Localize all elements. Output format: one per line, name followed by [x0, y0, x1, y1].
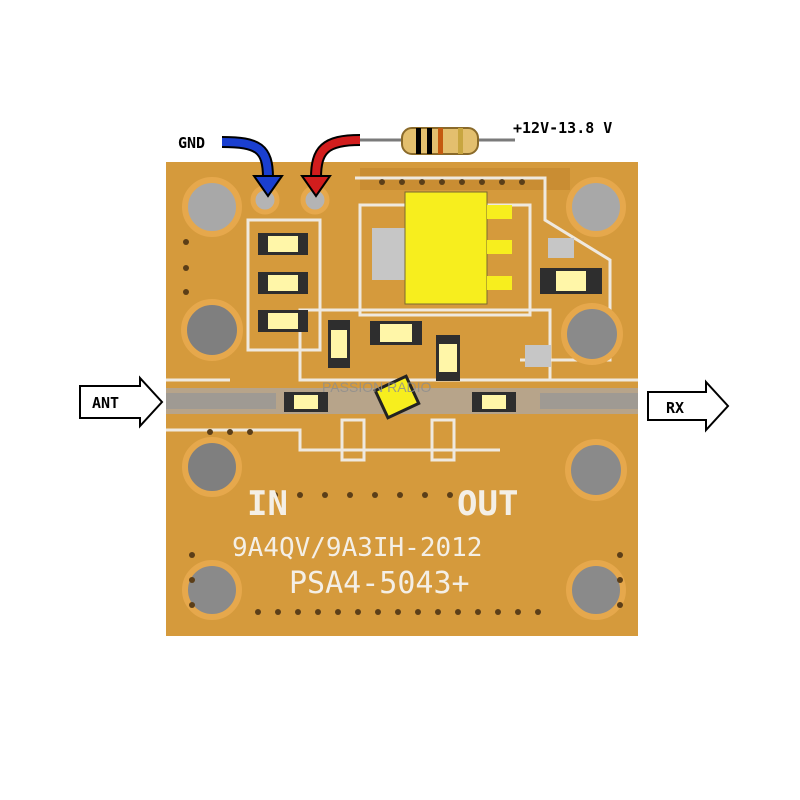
rx-arrow: RX [647, 379, 730, 433]
mounting-hole [182, 437, 242, 497]
mounting-hole [182, 177, 242, 237]
red-curved-arrow-icon [300, 134, 361, 198]
watermark: PASSION RADIO [322, 379, 432, 395]
mounting-hole [566, 177, 626, 237]
silk-in-label: IN [247, 484, 288, 524]
gnd-label: GND [178, 134, 205, 152]
mounting-holes [181, 177, 627, 620]
mounting-hole [181, 299, 243, 361]
blue-curved-arrow-icon [221, 136, 284, 198]
silk-part-label: PSA4-5043+ [289, 566, 470, 601]
rx-label: RX [666, 399, 684, 417]
via-rows [183, 179, 623, 615]
mounting-hole [182, 560, 242, 620]
ant-label: ANT [92, 394, 119, 412]
resistor-icon [360, 127, 515, 155]
smd-components [258, 233, 602, 462]
mounting-hole [561, 303, 623, 365]
vcc-label: +12V-13.8 V [513, 119, 612, 137]
silk-out-label: OUT [457, 484, 518, 524]
voltage-regulator [372, 191, 512, 305]
ant-arrow: ANT [79, 375, 164, 429]
mmic-amplifier [373, 374, 421, 420]
mounting-hole [566, 560, 626, 620]
silk-author-label: 9A4QV/9A3IH-2012 [232, 533, 482, 563]
mounting-hole [565, 439, 627, 501]
